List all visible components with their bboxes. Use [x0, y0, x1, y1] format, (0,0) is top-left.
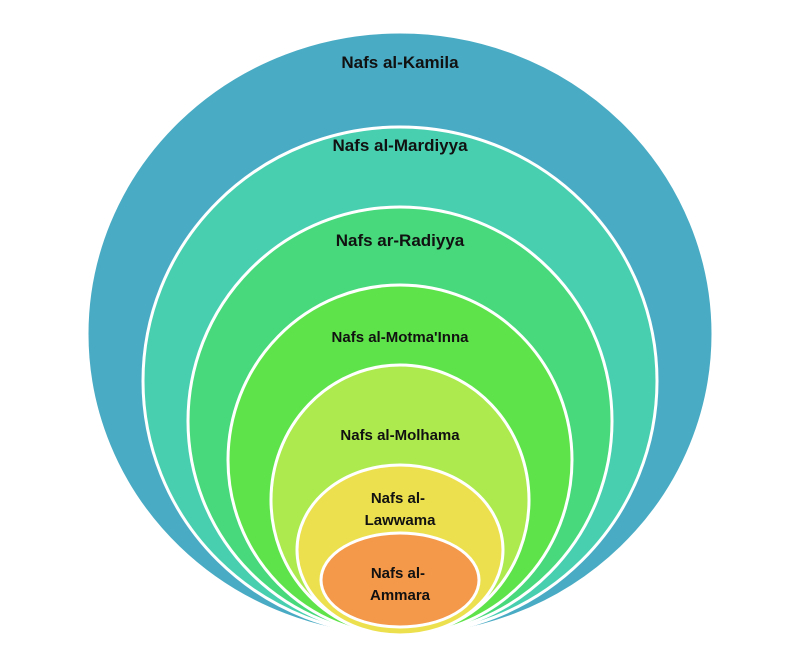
level-ammara-label-line1: Nafs al-: [371, 565, 425, 582]
level-radiyya-label: Nafs ar-Radiyya: [336, 231, 465, 250]
level-lawwama-label: Nafs al- Lawwama: [365, 490, 437, 529]
level-kamila-label: Nafs al-Kamila: [341, 53, 459, 72]
level-ammara-label-line2: Ammara: [370, 587, 431, 604]
level-mardiyya-label: Nafs al-Mardiyya: [332, 136, 468, 155]
level-lawwama-label-line1: Nafs al-: [371, 490, 425, 507]
level-ammara-label: Nafs al- Ammara: [370, 565, 431, 604]
level-motmainna-label: Nafs al-Motma'Inna: [332, 329, 470, 346]
level-molhama-label: Nafs al-Molhama: [340, 427, 460, 444]
level-lawwama-label-line2: Lawwama: [365, 512, 437, 529]
level-ammara-ring: [319, 531, 481, 629]
